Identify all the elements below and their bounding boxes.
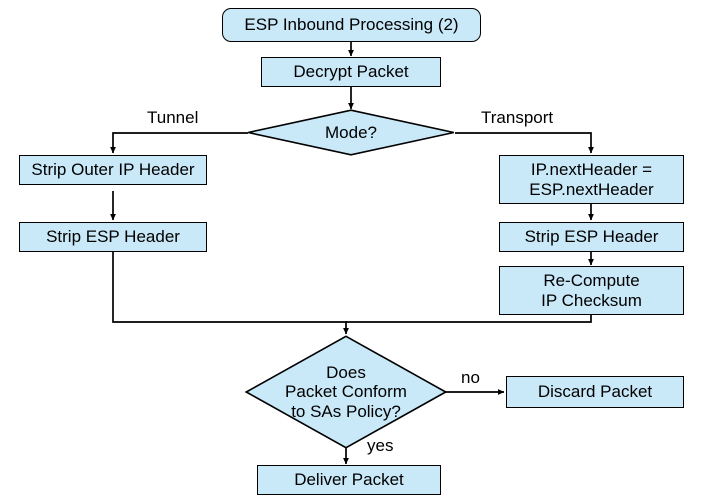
node-conform-label: Does Packet Conform to SAs Policy?	[285, 362, 407, 421]
node-ip-nextheader-assign[interactable]: IP.nextHeader = ESP.nextHeader	[499, 155, 684, 204]
mode-diamond-shape	[248, 109, 454, 156]
node-decrypt-packet[interactable]: Decrypt Packet	[261, 57, 441, 87]
node-mode-label: Mode?	[325, 122, 377, 142]
node-conform-decision[interactable]: Does Packet Conform to SAs Policy?	[245, 335, 447, 449]
node-discard-packet[interactable]: Discard Packet	[506, 376, 684, 408]
node-mode-decision[interactable]: Mode?	[247, 109, 455, 156]
edge-tunnel-join-to-conform	[112, 250, 350, 335]
node-esp-inbound-processing[interactable]: ESP Inbound Processing (2)	[222, 8, 481, 42]
edge-label-no: no	[461, 368, 480, 387]
edge-label-yes: yes	[367, 436, 394, 455]
node-strip-esp-header-transport[interactable]: Strip ESP Header	[499, 222, 684, 252]
edge-label-transport: Transport	[481, 108, 554, 127]
node-deliver-packet[interactable]: Deliver Packet	[257, 465, 441, 495]
edge-label-tunnel: Tunnel	[147, 108, 199, 127]
edge-transport-join-to-conform	[346, 313, 592, 323]
node-strip-esp-header-tunnel[interactable]: Strip ESP Header	[19, 222, 207, 252]
edge-mode-transport	[455, 132, 595, 154]
node-recompute-ip-checksum[interactable]: Re-Compute IP Checksum	[499, 266, 684, 315]
conform-diamond-shape	[245, 335, 447, 449]
edge-mode-tunnel	[110, 132, 248, 154]
node-strip-outer-ip-header[interactable]: Strip Outer IP Header	[19, 155, 207, 185]
